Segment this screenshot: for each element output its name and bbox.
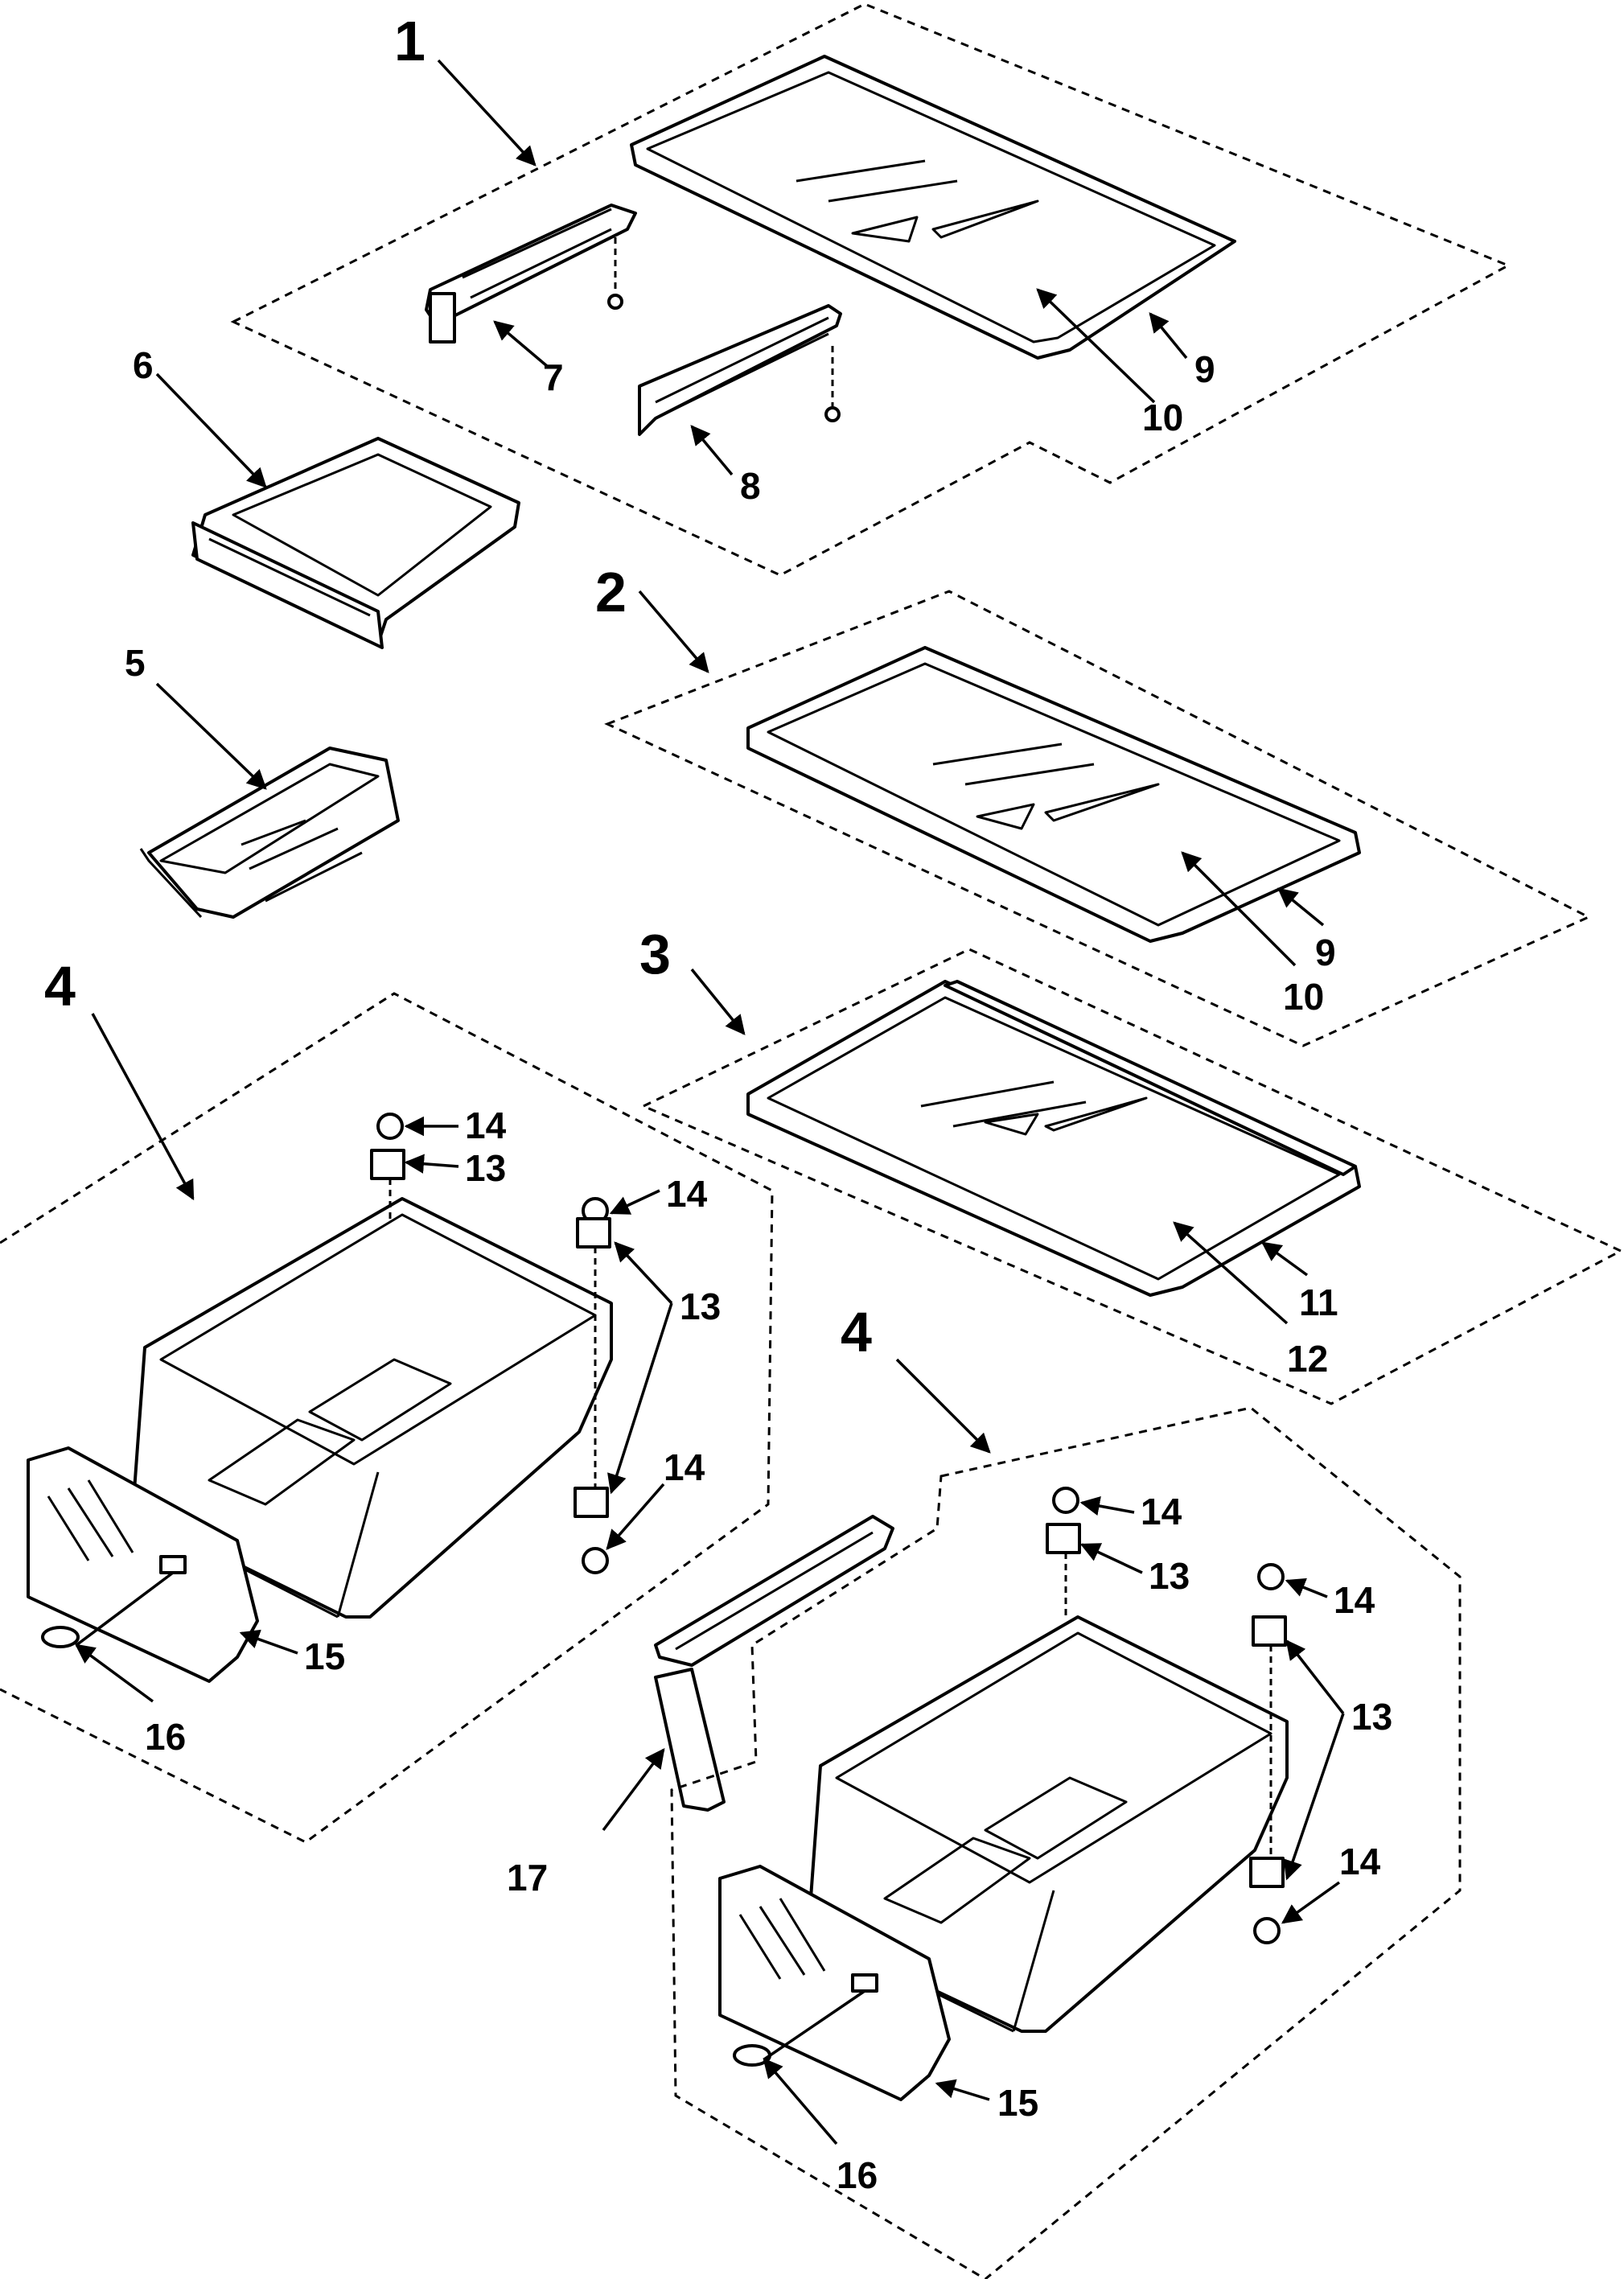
right-drawer-hardware — [1046, 1487, 1287, 1944]
leader-lines — [75, 59, 1345, 2145]
callout-9-top: 9 — [1194, 348, 1215, 390]
callout-14-right-b: 14 — [1334, 1579, 1375, 1621]
rail-left-part — [425, 204, 637, 343]
assembly-4-left-boundary — [0, 992, 774, 1844]
callout-7: 7 — [543, 356, 564, 398]
callout-13-left-b: 13 — [680, 1286, 721, 1327]
callout-1: 1 — [394, 10, 426, 72]
divider-part — [654, 1515, 894, 1812]
callout-6: 6 — [133, 344, 154, 386]
callout-9-middle: 9 — [1315, 932, 1336, 973]
callout-12: 12 — [1287, 1338, 1328, 1380]
callout-17: 17 — [507, 1857, 548, 1898]
lower-shelf-glass-part — [746, 980, 1361, 1297]
assembly-4-right-boundary — [670, 1406, 1462, 2279]
callout-13-left-a: 13 — [465, 1147, 506, 1189]
callout-13-right-b: 13 — [1351, 1696, 1392, 1738]
callout-10-top: 10 — [1142, 397, 1183, 438]
assembly-3-boundary — [640, 948, 1624, 1405]
callout-4-left: 4 — [44, 955, 76, 1018]
callout-5: 5 — [125, 642, 146, 684]
callout-14-left-b: 14 — [666, 1173, 708, 1215]
drawer-cover-right-part — [718, 1865, 951, 2101]
callout-15-right: 15 — [997, 2082, 1038, 2124]
callout-14-right-c: 14 — [1339, 1841, 1381, 1882]
callout-15-left: 15 — [304, 1635, 345, 1677]
callout-2: 2 — [595, 561, 627, 623]
middle-shelf-glass-part — [746, 646, 1361, 943]
callout-8: 8 — [740, 465, 761, 507]
rail-right-part — [638, 304, 842, 436]
callout-13-right-a: 13 — [1149, 1555, 1190, 1597]
callout-labels: 1 2 3 4 4 5 6 7 8 9 10 9 10 11 12 14 13 … — [44, 10, 1392, 2196]
callout-4-right: 4 — [841, 1301, 872, 1364]
small-tray-part — [191, 437, 520, 649]
callout-3: 3 — [639, 923, 671, 985]
left-drawer-hardware — [370, 1113, 611, 1574]
assembly-1-boundary — [230, 2, 1511, 577]
callout-11: 11 — [1299, 1281, 1338, 1323]
callout-10-middle: 10 — [1283, 976, 1324, 1018]
callout-14-right-a: 14 — [1141, 1491, 1182, 1532]
assembly-2-boundary — [604, 590, 1592, 1047]
top-shelf-glass-part — [630, 55, 1236, 360]
callout-16-right: 16 — [837, 2154, 878, 2196]
callout-16-left: 16 — [145, 1716, 186, 1758]
callout-14-left-a: 14 — [465, 1105, 507, 1146]
callout-14-left-c: 14 — [664, 1446, 705, 1488]
drawer-bin-part — [139, 747, 400, 919]
